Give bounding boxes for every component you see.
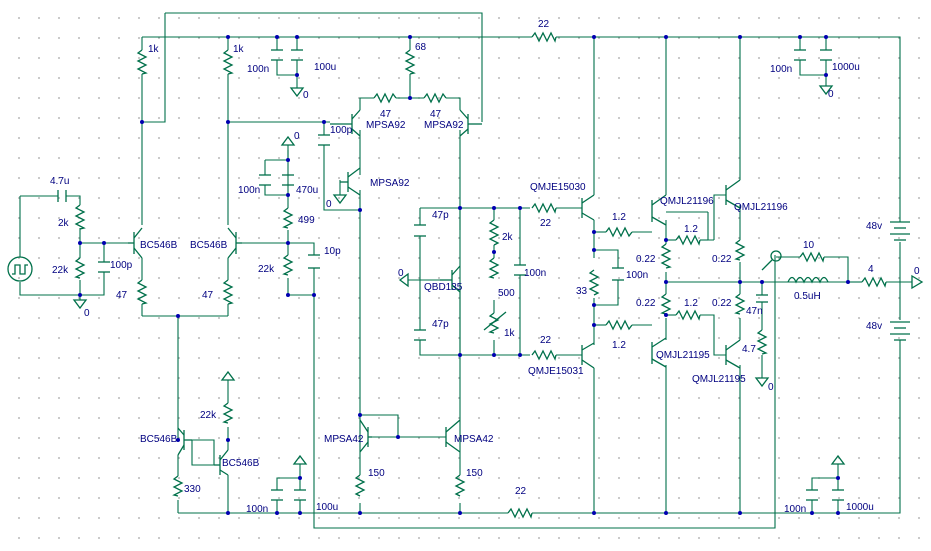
label-r-22-b: 22 <box>540 335 552 346</box>
label-c-100n-g: 100n <box>246 504 268 515</box>
label-r-0-22-d: 0.22 <box>712 298 732 309</box>
label-r-499: 499 <box>298 215 315 226</box>
resistors <box>74 31 887 519</box>
label-r-1-2-a: 1.2 <box>612 212 626 223</box>
label-q-qbd135: QBD135 <box>424 282 463 293</box>
label-gnd-c: 0 <box>326 199 332 210</box>
label-c-100n-d: 100n <box>626 270 648 281</box>
label-c-10p: 10p <box>324 246 341 257</box>
label-r-33: 33 <box>576 286 588 297</box>
label-gnd-b: 0 <box>303 90 309 101</box>
label-c-100u-a: 100u <box>314 62 336 73</box>
label-q-mpsa92-c: MPSA92 <box>370 178 410 189</box>
label-r-22k-c: 22k <box>200 410 217 421</box>
label-r-1k-c: 1k <box>504 328 516 339</box>
label-r-1-2-c: 1.2 <box>612 340 626 351</box>
label-r-1-2-b: 1.2 <box>684 224 698 235</box>
label-q-qmjl21195-b: QMJL21195 <box>692 374 746 385</box>
label-r-1k-b: 1k <box>233 44 245 55</box>
wires <box>19 12 912 529</box>
label-q-qmje15031: QMJE15031 <box>528 366 584 377</box>
label-c-47p-b: 47p <box>432 319 449 330</box>
label-c-47n: 47n <box>746 306 763 317</box>
label-c-470u: 470u <box>296 185 318 196</box>
label-r-22-top: 22 <box>538 19 550 30</box>
label-r-150-a: 150 <box>368 468 385 479</box>
label-c-4u7: 4.7u <box>50 176 69 187</box>
label-r-2k-in: 2k <box>58 218 70 229</box>
label-r-47-d: 47 <box>202 290 214 301</box>
label-l-0-5uh: 0.5uH <box>794 291 821 302</box>
label-gnd-g: 0 <box>914 266 920 277</box>
label-q-bc546b-d: BC546B <box>222 458 260 469</box>
label-c-100n-e: 100n <box>770 64 792 75</box>
label-r-22k-b: 22k <box>258 264 275 275</box>
grounds <box>72 85 846 465</box>
label-v-48-b: 48v <box>866 321 882 332</box>
label-c-100n-f: 100n <box>784 504 806 515</box>
label-c-47p-a: 47p <box>432 210 449 221</box>
label-r-1k-a: 1k <box>148 44 160 55</box>
label-r-2k-b: 2k <box>502 232 514 243</box>
label-c-100n-a: 100n <box>247 64 269 75</box>
label-c-100n-b: 100n <box>238 185 260 196</box>
label-gnd-d: 0 <box>398 268 404 279</box>
label-q-bc546b-b: BC546B <box>190 240 228 251</box>
label-r-47-c: 47 <box>116 290 128 301</box>
label-r-4-7: 4.7 <box>742 344 756 355</box>
label-gnd-h: 0 <box>294 131 300 142</box>
label-r-47-a: 47 <box>380 109 392 120</box>
label-r-47-b: 47 <box>430 109 442 120</box>
label-c-100p-in: 100p <box>110 260 133 271</box>
label-r-150-b: 150 <box>466 468 483 479</box>
label-r-0-22-a: 0.22 <box>636 254 656 265</box>
label-c-100n-c: 100n <box>524 268 546 279</box>
label-c-100p-a: 100p <box>330 125 353 136</box>
sources-and-inductor <box>7 221 924 341</box>
label-r-68: 68 <box>415 42 427 53</box>
component-labels: 22 1k 1k 100n 100u 68 47 47 MPSA92 MPSA9… <box>50 19 920 515</box>
label-r-22-a: 22 <box>540 218 552 229</box>
label-gnd-f: 0 <box>768 382 774 393</box>
label-q-qmjl21195-a: QMJL21195 <box>656 350 710 361</box>
label-q-mpsa92-b: MPSA92 <box>424 120 464 131</box>
label-r-330: 330 <box>184 484 201 495</box>
label-c-1000u-b: 1000u <box>846 502 874 513</box>
label-r-1-2-d: 1.2 <box>684 298 698 309</box>
label-r-4: 4 <box>868 264 874 275</box>
label-q-qmjl21196-a: QMJL21196 <box>660 196 714 207</box>
label-q-bc546b-a: BC546B <box>140 240 178 251</box>
label-q-mpsa92-a: MPSA92 <box>366 120 406 131</box>
label-r-0-22-c: 0.22 <box>636 298 656 309</box>
label-q-qmje15030: QMJE15030 <box>530 182 586 193</box>
label-q-bc546b-c: BC546B <box>140 434 178 445</box>
label-c-100u-b: 100u <box>316 502 338 513</box>
label-q-mpsa42-b: MPSA42 <box>454 434 494 445</box>
label-gnd-a: 0 <box>84 308 90 319</box>
label-q-qmjl21196-b: QMJL21196 <box>734 202 788 213</box>
label-q-mpsa42-a: MPSA42 <box>324 434 364 445</box>
transistors <box>128 109 741 476</box>
label-r-0-22-b: 0.22 <box>712 254 732 265</box>
label-r-500: 500 <box>498 288 515 299</box>
label-v-48-a: 48v <box>866 221 882 232</box>
capacitors <box>57 49 844 501</box>
label-gnd-e: 0 <box>828 89 834 100</box>
label-r-22k-in: 22k <box>52 265 69 276</box>
label-r-22-bottom: 22 <box>515 486 527 497</box>
junctions <box>78 35 850 515</box>
label-r-10: 10 <box>803 240 815 251</box>
label-c-1000u-a: 1000u <box>832 62 860 73</box>
